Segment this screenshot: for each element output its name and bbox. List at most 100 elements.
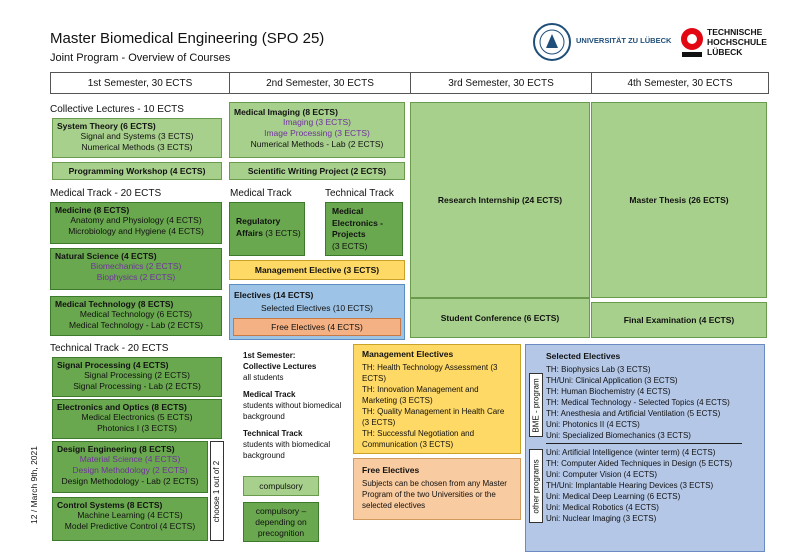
scientific-writing-box: Scientific Writing Project (2 ECTS): [229, 162, 405, 180]
control-systems-head: Control Systems (8 ECTS): [57, 500, 163, 510]
design-engineering-box: Design Engineering (8 ECTS) Material Sci…: [52, 441, 208, 493]
page-title: Master Biomedical Engineering (SPO 25): [50, 30, 325, 47]
course-line: Signal Processing (2 ECTS): [84, 370, 190, 380]
mgmt-line: TH: Innovation Management and Marketing …: [362, 385, 479, 405]
course-line: Signal and Systems (3 ECTS): [80, 131, 194, 141]
elective-line: TH: Biophysics Lab (3 ECTS): [546, 365, 651, 374]
elective-line: Uni: Artificial Intelligence (winter ter…: [546, 448, 716, 457]
course-line: Medical Technology - Lab (2 ECTS): [68, 320, 204, 330]
bme-electives-list: TH: Biophysics Lab (3 ECTS) TH/Uni: Clin…: [546, 364, 730, 441]
selected-electives-head: Selected Electives: [546, 351, 621, 361]
course-line: Photonics I (3 ECTS): [97, 423, 177, 433]
selected-electives-line: Selected Electives (10 ECTS): [261, 303, 373, 313]
legend-compulsory: compulsory: [243, 476, 319, 496]
elective-line: TH: Anesthesia and Artificial Ventilatio…: [546, 409, 721, 418]
elective-line: Uni: Nuclear Imaging (3 ECTS): [546, 514, 657, 523]
medicine-head: Medicine (8 ECTS): [55, 205, 130, 215]
th-logo-icon: [681, 28, 703, 57]
course-line: Imaging (3 ECTS): [282, 117, 352, 127]
technical-track-title: Technical Track - 20 ECTS: [50, 343, 169, 354]
signal-processing-box: Signal Processing (4 ECTS) Signal Proces…: [52, 357, 222, 397]
uni-luebeck-name: UNIVERSITÄT ZU LÜBECK: [576, 36, 672, 45]
free-electives-box: Free Electives Subjects can be chosen fr…: [353, 458, 521, 520]
elective-line: Uni: Specialized Biomechanics (3 ECTS): [546, 431, 691, 440]
uni-seal-icon: [533, 23, 571, 61]
free-electives-inner-box: Free Electives (4 ECTS): [233, 318, 401, 336]
mgmt-line: TH: Health Technology Assessment (3 ECTS…: [362, 363, 498, 383]
medical-electronics-projects-box: Medical Electronics - Projects (3 ECTS): [325, 202, 403, 256]
research-internship-box: Research Internship (24 ECTS): [410, 102, 590, 298]
course-line: Biophysics (2 ECTS): [96, 272, 176, 282]
medical-imaging-box: Medical Imaging (8 ECTS) Imaging (3 ECTS…: [229, 102, 405, 158]
student-conference-box: Student Conference (6 ECTS): [410, 298, 590, 338]
legend-compulsory-depending: compulsory – depending on precognition: [243, 502, 319, 542]
medical-technology-box: Medical Technology (8 ECTS) Medical Tech…: [50, 296, 222, 336]
course-line: Microbiology and Hygiene (4 ECTS): [68, 226, 204, 236]
course-line: Medical Electronics (5 ECTS): [81, 412, 193, 422]
th-name-line-3: LÜBECK: [707, 47, 743, 57]
page-subtitle: Joint Program - Overview of Courses: [50, 52, 231, 64]
course-line: Model Predictive Control (4 ECTS): [64, 521, 196, 531]
choose-one-label: choose 1 out of 2: [210, 441, 224, 541]
elective-line: Uni: Computer Vision (4 ECTS): [546, 470, 657, 479]
regulatory-affairs-box: Regulatory Affairs (3 ECTS): [229, 202, 305, 256]
electronics-optics-box: Electronics and Optics (8 ECTS) Medical …: [52, 399, 222, 439]
management-electives-box: Management Electives TH: Health Technolo…: [353, 344, 521, 454]
course-line: Numerical Methods - Lab (2 ECTS): [250, 139, 384, 149]
course-line: Design Methodology - Lab (2 ECTS): [61, 476, 199, 486]
date-stamp: 12 / March 9th, 2021: [29, 446, 39, 524]
semester-3-header: 3rd Semester, 30 ECTS: [410, 72, 592, 94]
divider: [546, 443, 742, 444]
elective-line: TH/Uni: Clinical Application (3 ECTS): [546, 376, 678, 385]
col2-technical-track-label: Technical Track: [325, 188, 394, 199]
management-elective-box: Management Elective (3 ECTS): [229, 260, 405, 280]
elective-line: TH/Uni: Implantable Hearing Devices (3 E…: [546, 481, 714, 490]
course-line: Biomechanics (2 ECTS): [90, 261, 182, 271]
semester-2-header: 2nd Semester, 30 ECTS: [229, 72, 411, 94]
course-line: Signal Processing - Lab (2 ECTS): [73, 381, 201, 391]
course-line: Design Methodology (2 ECTS): [72, 465, 188, 475]
design-engineering-head: Design Engineering (8 ECTS): [57, 444, 175, 454]
medical-track-title: Medical Track - 20 ECTS: [50, 188, 162, 199]
electronics-optics-head: Electronics and Optics (8 ECTS): [57, 402, 187, 412]
medical-imaging-head: Medical Imaging (8 ECTS): [234, 107, 338, 117]
semester-1-header: 1st Semester, 30 ECTS: [50, 72, 230, 94]
electives-head: Electives (14 ECTS): [234, 290, 314, 300]
final-examination-box: Final Examination (4 ECTS): [591, 302, 767, 338]
elective-line: Uni: Medical Deep Learning (6 ECTS): [546, 492, 681, 501]
legend: 1st Semester: Collective Lectures all st…: [243, 351, 342, 460]
mgmt-line: TH: Successful Negotiation and Communica…: [362, 429, 475, 449]
course-line: Image Processing (3 ECTS): [264, 128, 370, 138]
th-luebeck-logo: TECHNISCHE HOCHSCHULE LÜBECK: [679, 26, 799, 62]
medical-technology-head: Medical Technology (8 ECTS): [55, 299, 174, 309]
collective-lectures-title: Collective Lectures - 10 ECTS: [50, 104, 184, 115]
elective-line: TH: Medical Technology - Selected Topics…: [546, 398, 730, 407]
bme-program-label: BME - program: [529, 373, 543, 437]
selected-electives-box: Selected Electives BME - program TH: Bio…: [525, 344, 765, 552]
course-line: Numerical Methods (3 ECTS): [81, 142, 193, 152]
mgmt-line: TH: Quality Management in Health Care (3…: [362, 407, 505, 427]
col2-medical-track-label: Medical Track: [230, 188, 292, 199]
system-theory-box: System Theory (6 ECTS) Signal and System…: [52, 118, 222, 158]
medicine-box: Medicine (8 ECTS) Anatomy and Physiology…: [50, 202, 222, 244]
master-thesis-box: Master Thesis (26 ECTS): [591, 102, 767, 298]
th-name-line-1: TECHNISCHE: [707, 27, 763, 37]
course-line: Material Science (4 ECTS): [79, 454, 181, 464]
signal-processing-head: Signal Processing (4 ECTS): [57, 360, 169, 370]
course-line: Anatomy and Physiology (4 ECTS): [70, 215, 202, 225]
elective-line: TH: Human Biochemistry (4 ECTS): [546, 387, 671, 396]
natural-science-box: Natural Science (4 ECTS) Biomechanics (2…: [50, 248, 222, 290]
th-name-line-2: HOCHSCHULE: [707, 37, 767, 47]
other-electives-list: Uni: Artificial Intelligence (winter ter…: [546, 447, 732, 524]
elective-line: Uni: Medical Robotics (4 ECTS): [546, 503, 659, 512]
other-programs-label: other programs: [529, 449, 543, 523]
elective-line: TH: Computer Aided Techniques in Design …: [546, 459, 733, 468]
course-line: Machine Learning (4 ECTS): [77, 510, 183, 520]
elective-line: Uni: Photonics II (4 ECTS): [546, 420, 640, 429]
system-theory-head: System Theory (6 ECTS): [57, 121, 156, 131]
uni-luebeck-logo: UNIVERSITÄT ZU LÜBECK: [532, 22, 672, 62]
semester-4-header: 4th Semester, 30 ECTS: [591, 72, 769, 94]
course-line: Medical Technology (6 ECTS): [79, 309, 193, 319]
control-systems-box: Control Systems (8 ECTS) Machine Learnin…: [52, 497, 208, 541]
programming-workshop-box: Programming Workshop (4 ECTS): [52, 162, 222, 180]
